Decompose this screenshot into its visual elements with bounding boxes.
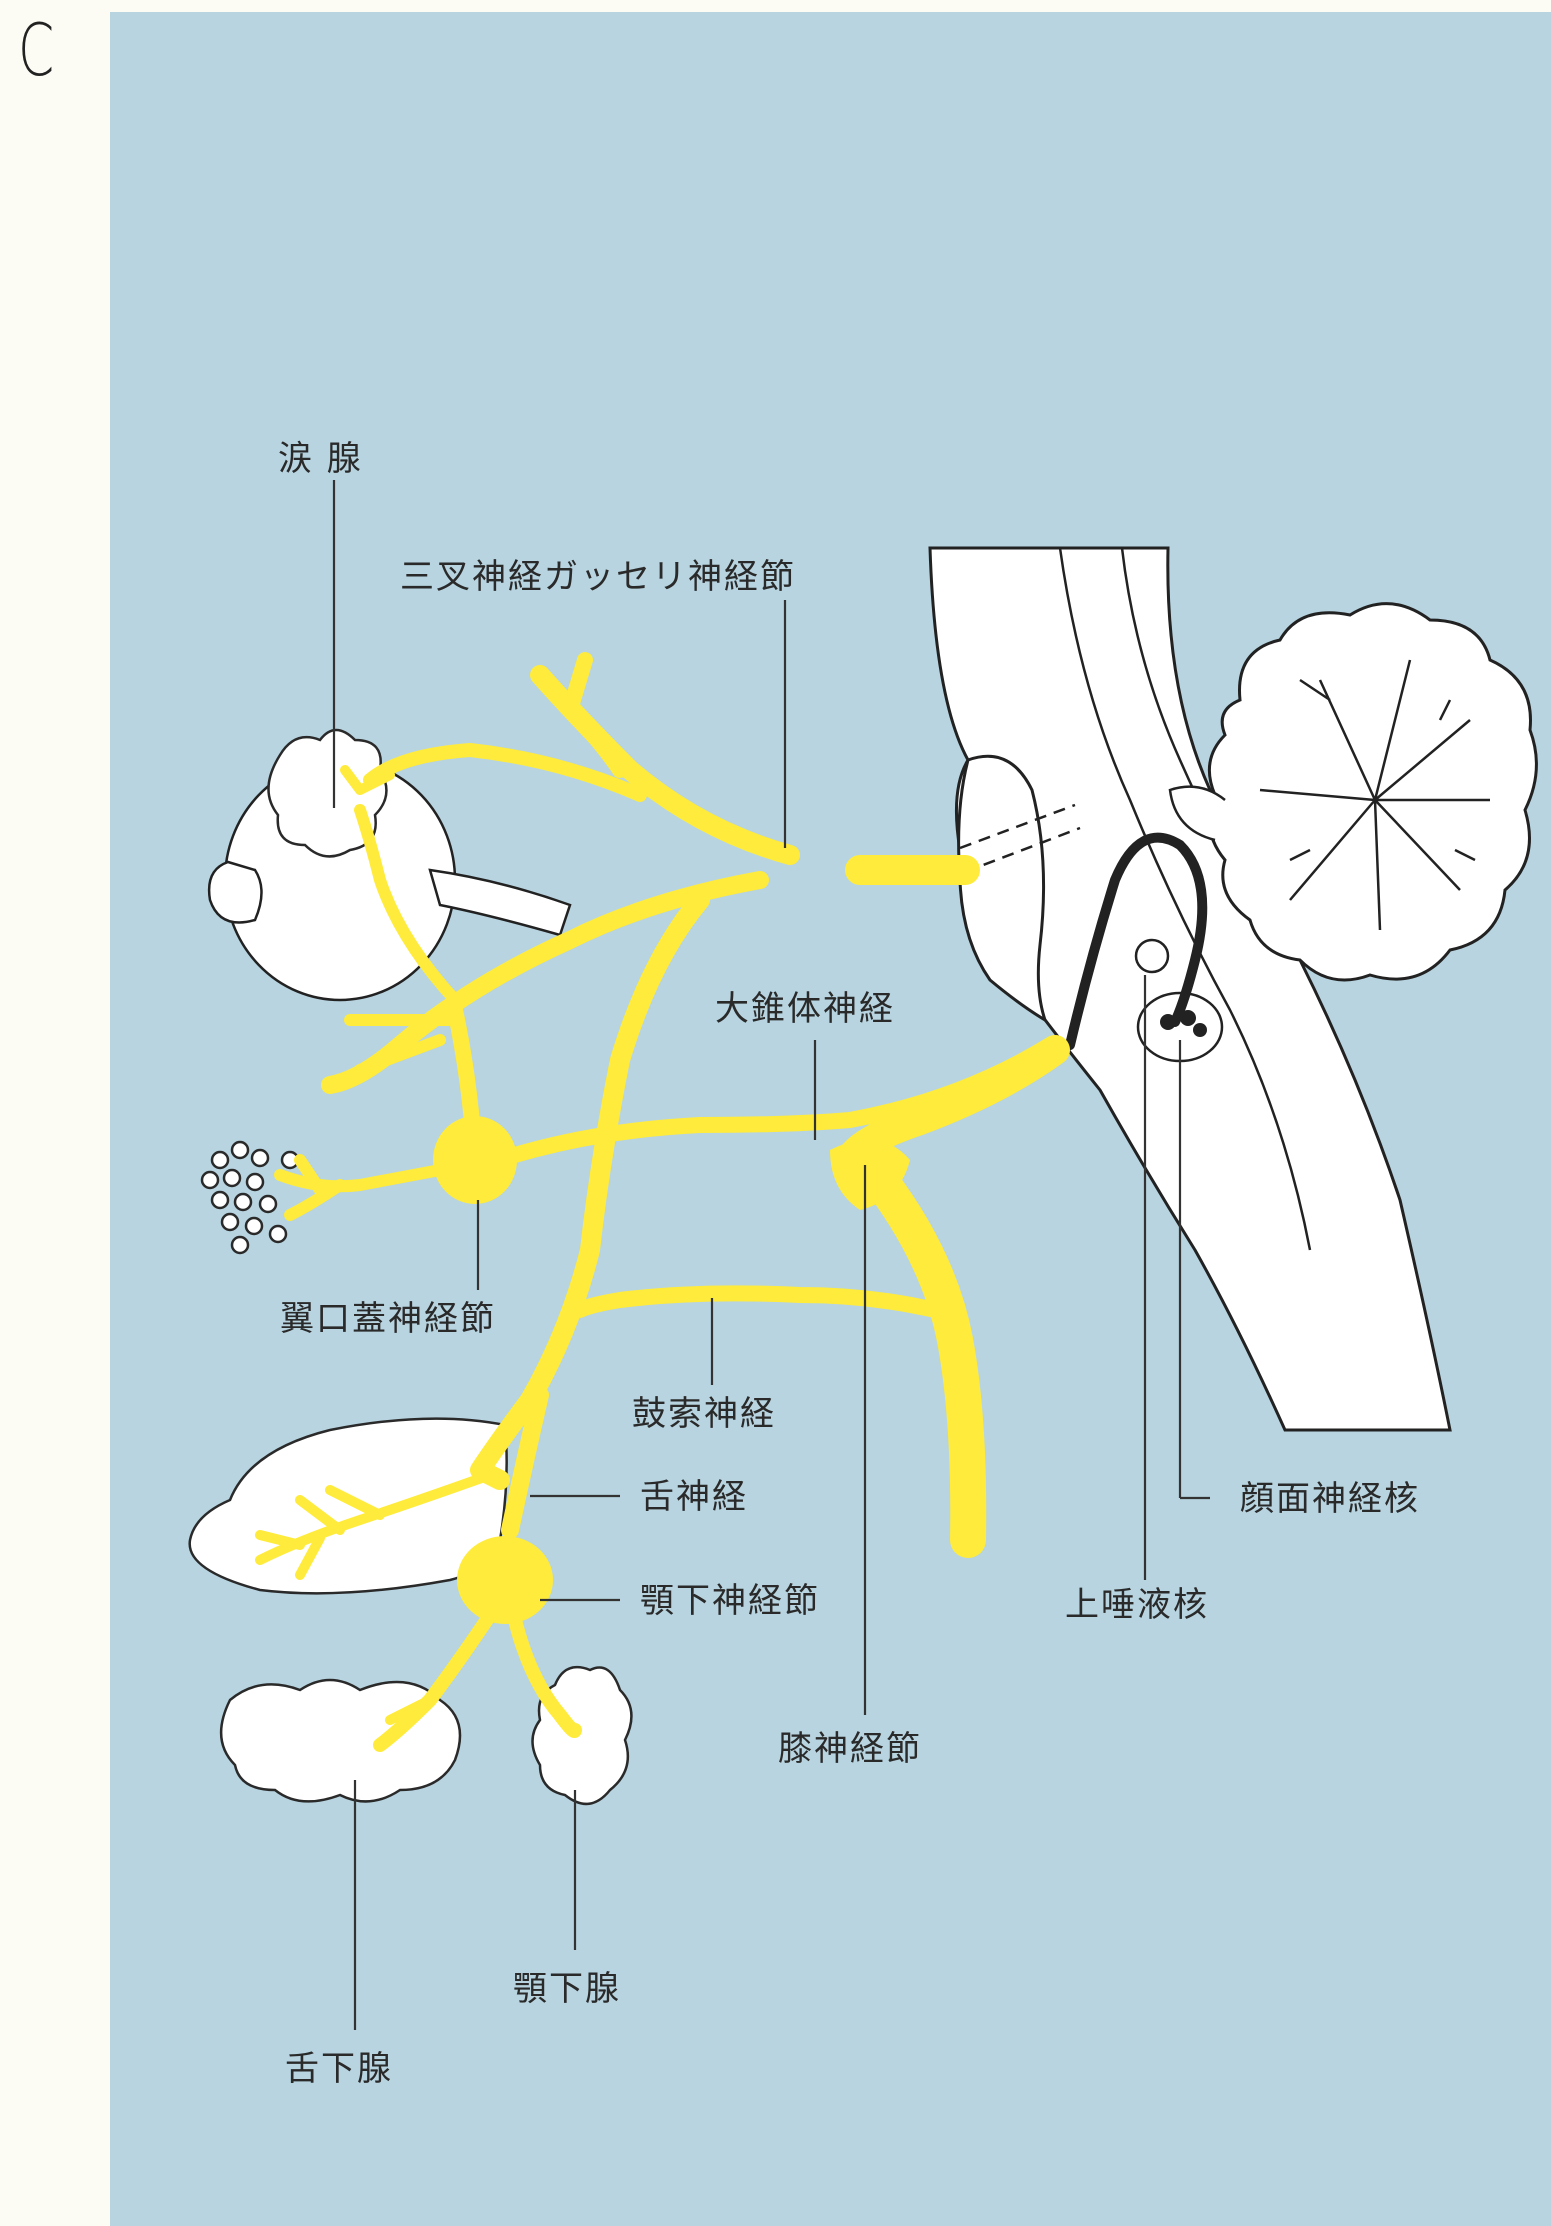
label-chorda-tympani: 鼓索神経 [632, 1394, 776, 1434]
eye-cornea [209, 862, 261, 923]
superior-salivatory-nucleus [1136, 940, 1168, 972]
label-submandibular-gland: 顎下腺 [513, 1969, 621, 2009]
label-trigeminal-ganglion: 三叉神経ガッセリ神経節 [400, 557, 796, 597]
label-submandibular-ganglion: 顎下神経節 [640, 1581, 820, 1621]
facial-nucleus-cell-3 [1193, 1023, 1207, 1037]
label-superior-salivatory-nucleus: 上唾液核 [1065, 1585, 1209, 1625]
label-facial-nucleus: 顔面神経核 [1240, 1479, 1420, 1519]
label-geniculate-ganglion: 膝神経節 [778, 1729, 922, 1769]
cerebellum [1209, 604, 1536, 980]
label-lingual-nerve: 舌神経 [640, 1477, 748, 1517]
label-pterygopalatine-ganglion: 翼口蓋神経節 [280, 1299, 496, 1339]
label-lacrimal-gland: 涙 腺 [278, 439, 363, 479]
label-greater-petrosal-nerve: 大錐体神経 [715, 989, 895, 1029]
label-sublingual-gland: 舌下腺 [285, 2049, 393, 2089]
